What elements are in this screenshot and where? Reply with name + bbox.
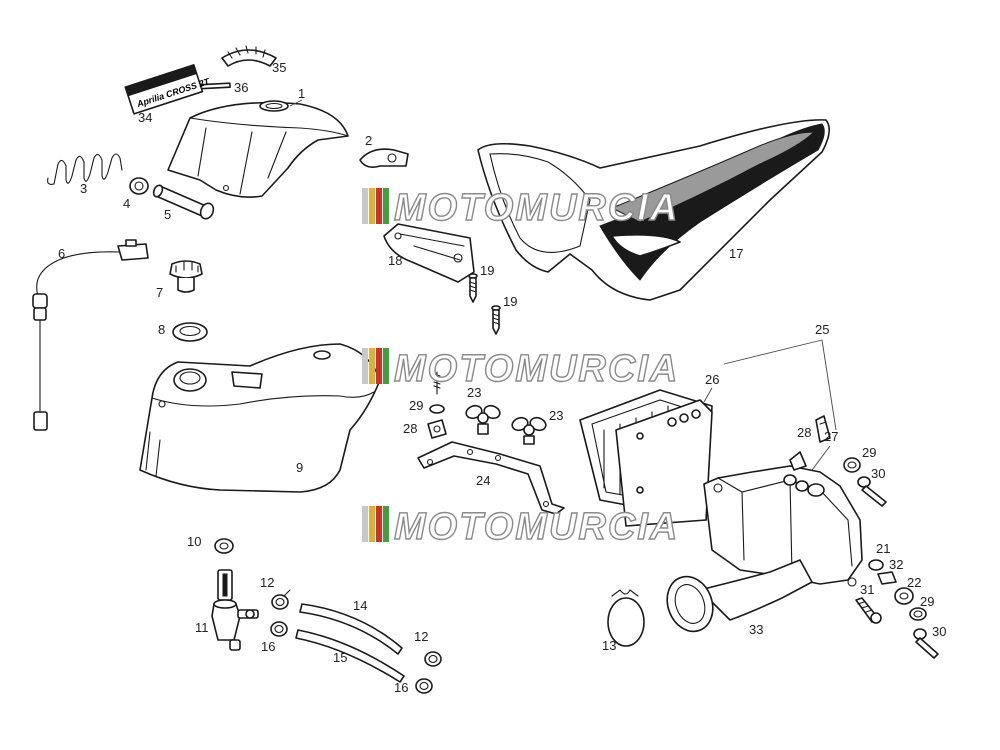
part-23-wing-nut-right[interactable] xyxy=(510,416,547,445)
part-16-clamp-right[interactable] xyxy=(415,678,433,694)
callout-12-left: 12 xyxy=(260,575,274,590)
part-28-bracket-left[interactable] xyxy=(427,419,447,439)
callout-9: 9 xyxy=(296,460,303,475)
callout-16-left: 16 xyxy=(261,639,275,654)
part-12-clamp-right[interactable] xyxy=(424,651,442,667)
part-33-intake-duct[interactable] xyxy=(660,559,813,638)
callout-6: 6 xyxy=(58,246,65,261)
part-18-seat-bracket[interactable] xyxy=(383,223,475,283)
callout-14: 14 xyxy=(353,598,367,613)
callout-7: 7 xyxy=(156,285,163,300)
callout-36: 36 xyxy=(234,80,248,95)
part-31-screw[interactable] xyxy=(855,597,882,624)
watermark-text-bottom: MOTOMURCIA xyxy=(394,506,679,548)
part-26-filter-sponge[interactable] xyxy=(615,399,713,527)
callout-18: 18 xyxy=(388,253,402,268)
callout-12-right: 12 xyxy=(414,629,428,644)
callout-33: 33 xyxy=(749,622,763,637)
callout-35: 35 xyxy=(272,60,286,75)
callout-23-right: 23 xyxy=(549,408,563,423)
callout-29-top: 29 xyxy=(409,398,423,413)
watermark-top: MOTOMURCIA xyxy=(362,186,679,230)
callout-26: 26 xyxy=(705,372,719,387)
part-32-nut[interactable] xyxy=(877,571,897,585)
part-1-tank-cover[interactable] xyxy=(167,100,349,198)
callout-29-lower: 29 xyxy=(920,594,934,609)
callout-31: 31 xyxy=(860,582,874,597)
callout-4: 4 xyxy=(123,196,130,211)
watermark-middle: MOTOMURCIA xyxy=(362,347,679,391)
part-22-spacer[interactable] xyxy=(894,587,914,605)
part-24-support-frame[interactable] xyxy=(417,441,565,515)
part-29-grommet-lower[interactable] xyxy=(909,607,927,621)
part-29-bolt-top[interactable] xyxy=(429,371,445,414)
callout-29-upper: 29 xyxy=(862,445,876,460)
part-19-screw-lower[interactable] xyxy=(491,305,501,335)
part-23-wing-nut-left[interactable] xyxy=(464,404,501,435)
watermark-text-top: MOTOMURCIA xyxy=(394,187,679,229)
part-8-gasket[interactable] xyxy=(172,322,208,342)
callout-24: 24 xyxy=(476,473,490,488)
callout-23-left: 23 xyxy=(467,385,481,400)
watermark-text-middle: MOTOMURCIA xyxy=(394,348,679,390)
callout-30-upper: 30 xyxy=(871,466,885,481)
part-9-fuel-tank[interactable] xyxy=(139,343,381,493)
callout-28-left: 28 xyxy=(403,421,417,436)
callout-3: 3 xyxy=(80,181,87,196)
callout-30-lower: 30 xyxy=(932,624,946,639)
callout-19-lower: 19 xyxy=(503,294,517,309)
callout-5: 5 xyxy=(164,207,171,222)
part-19-screw-upper[interactable] xyxy=(468,273,478,303)
callout-25: 25 xyxy=(815,322,829,337)
part-2-bracket[interactable] xyxy=(359,148,409,168)
callout-22: 22 xyxy=(907,575,921,590)
callout-32: 32 xyxy=(889,557,903,572)
callout-34: 34 xyxy=(138,110,152,125)
part-30-bolt-upper[interactable] xyxy=(857,476,887,507)
part-10-clip[interactable] xyxy=(214,538,234,554)
callout-11: 11 xyxy=(195,620,209,635)
part-21-grommet[interactable] xyxy=(868,559,884,571)
part-30-bolt-lower[interactable] xyxy=(913,628,939,659)
watermark-bottom: MOTOMURCIA xyxy=(362,505,679,549)
callout-27: 27 xyxy=(824,429,838,444)
callout-21: 21 xyxy=(876,541,890,556)
part-12-clamp-left[interactable] xyxy=(271,589,291,610)
part-6-fuel-sender[interactable] xyxy=(32,239,149,431)
callout-15: 15 xyxy=(333,650,347,665)
callout-17: 17 xyxy=(729,246,743,261)
callout-13: 13 xyxy=(602,638,616,653)
callout-19-upper: 19 xyxy=(480,263,494,278)
callout-8: 8 xyxy=(158,322,165,337)
callout-2: 2 xyxy=(365,133,372,148)
part-17-seat[interactable] xyxy=(477,119,830,301)
part-34-decal[interactable]: Aprilia CROSS 2T xyxy=(124,62,213,115)
part-14-hose[interactable] xyxy=(299,603,403,655)
part-28-clip-right[interactable] xyxy=(815,415,831,443)
callout-1: 1 xyxy=(298,86,305,101)
part-16-clamp-left[interactable] xyxy=(270,621,288,637)
part-3-spring[interactable] xyxy=(47,153,123,185)
part-15-hose[interactable] xyxy=(295,629,405,683)
part-7-filler-cap[interactable] xyxy=(169,260,203,293)
part-4-ring[interactable] xyxy=(129,177,149,195)
part-13-clamp-ring[interactable] xyxy=(607,589,645,647)
callout-10: 10 xyxy=(187,534,201,549)
part-29-grommet-upper[interactable] xyxy=(843,457,861,473)
part-25-air-box[interactable] xyxy=(703,451,863,587)
callout-28-right: 28 xyxy=(797,425,811,440)
part-35-clip[interactable] xyxy=(221,45,277,67)
callout-16-right: 16 xyxy=(394,680,408,695)
part-11-fuel-tap[interactable] xyxy=(211,569,259,651)
part-5-pin[interactable] xyxy=(152,184,216,221)
